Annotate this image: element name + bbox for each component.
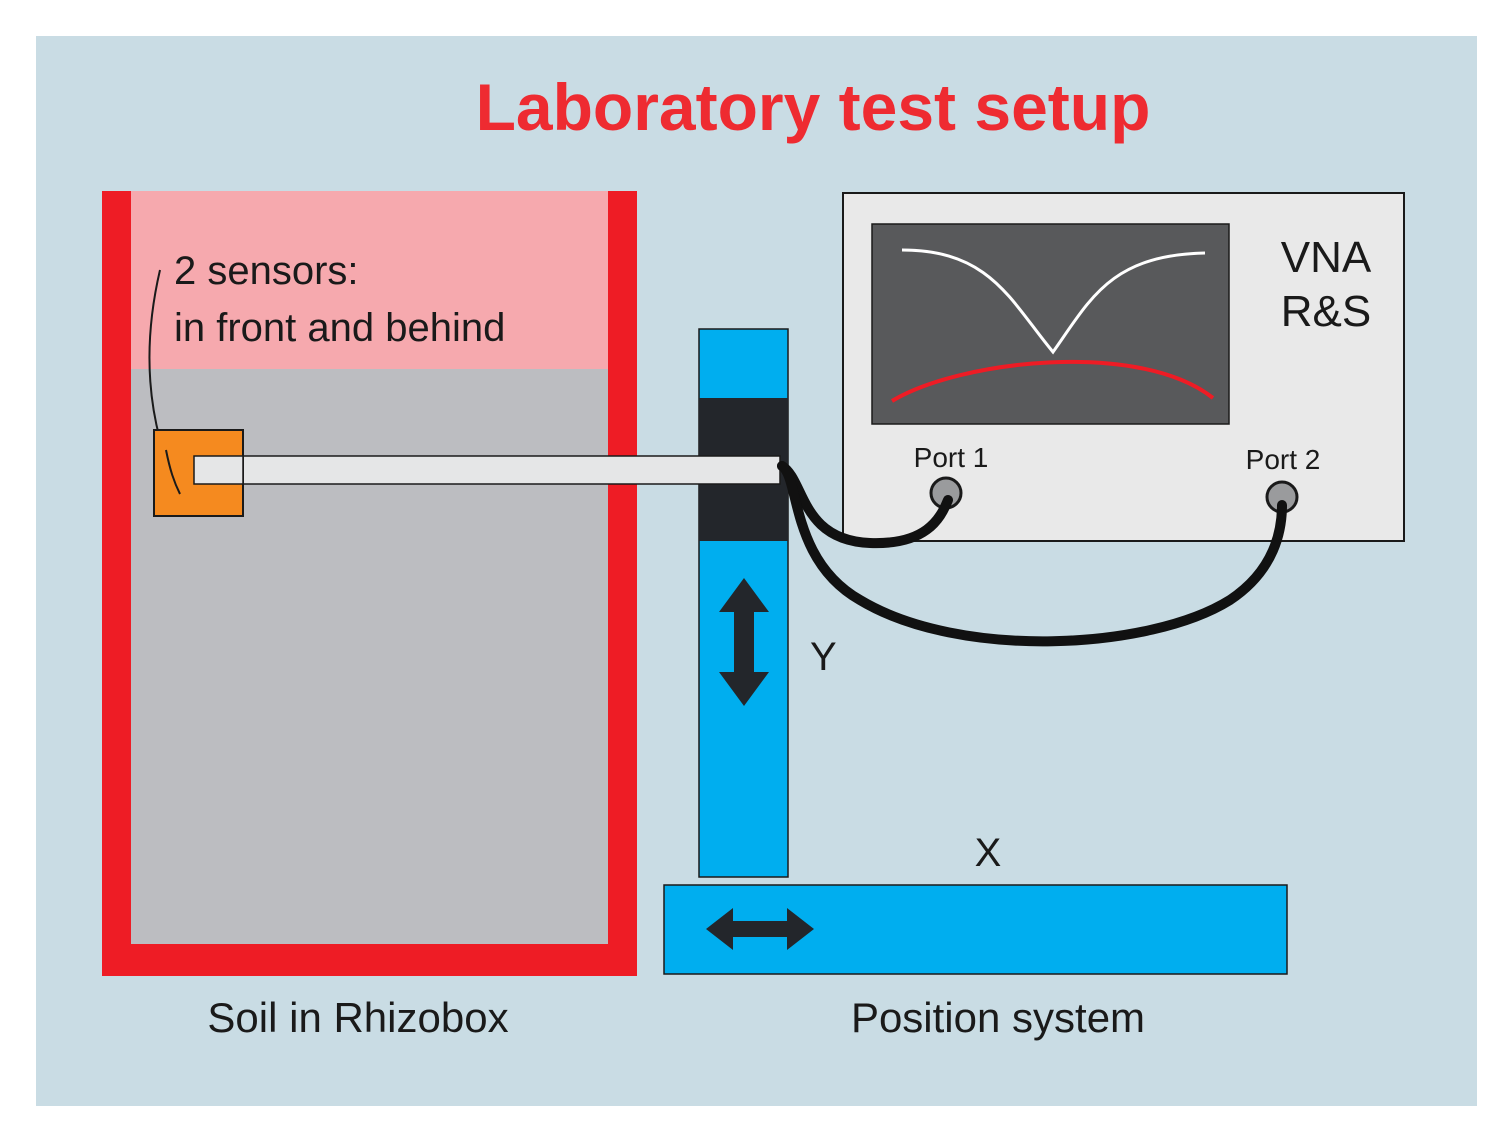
x-rail: [663, 884, 1288, 975]
vna-label-line2: R&S: [1281, 287, 1371, 336]
position-system-caption: Position system: [851, 994, 1145, 1041]
rhizobox-caption: Soil in Rhizobox: [207, 994, 508, 1041]
x-axis-label: X: [975, 831, 1002, 875]
x-axis-arrow-icon: [706, 908, 814, 950]
port1-label: Port 1: [914, 442, 989, 473]
port2-label: Port 2: [1246, 444, 1321, 475]
sensor-note-line1: 2 sensors:: [174, 249, 359, 293]
vna-trace-white: [901, 248, 1206, 355]
sensor-note-line2: in front and behind: [174, 306, 505, 350]
diagram-title: Laboratory test setup: [476, 70, 1151, 144]
sensor-arm: [193, 455, 781, 485]
vna-trace-red: [890, 359, 1215, 403]
y-axis-label: Y: [810, 635, 837, 679]
sensor-arm-end: [193, 455, 244, 485]
cable-port2: [777, 461, 1287, 647]
rhizobox-air-zone: [131, 191, 608, 369]
vna-instrument: VNA R&S Port 1 Port 2: [842, 192, 1405, 542]
y-axis-arrow-icon: [719, 578, 769, 706]
sensor-leader-tip: [165, 449, 181, 495]
vna-label-line1: VNA: [1281, 233, 1372, 282]
